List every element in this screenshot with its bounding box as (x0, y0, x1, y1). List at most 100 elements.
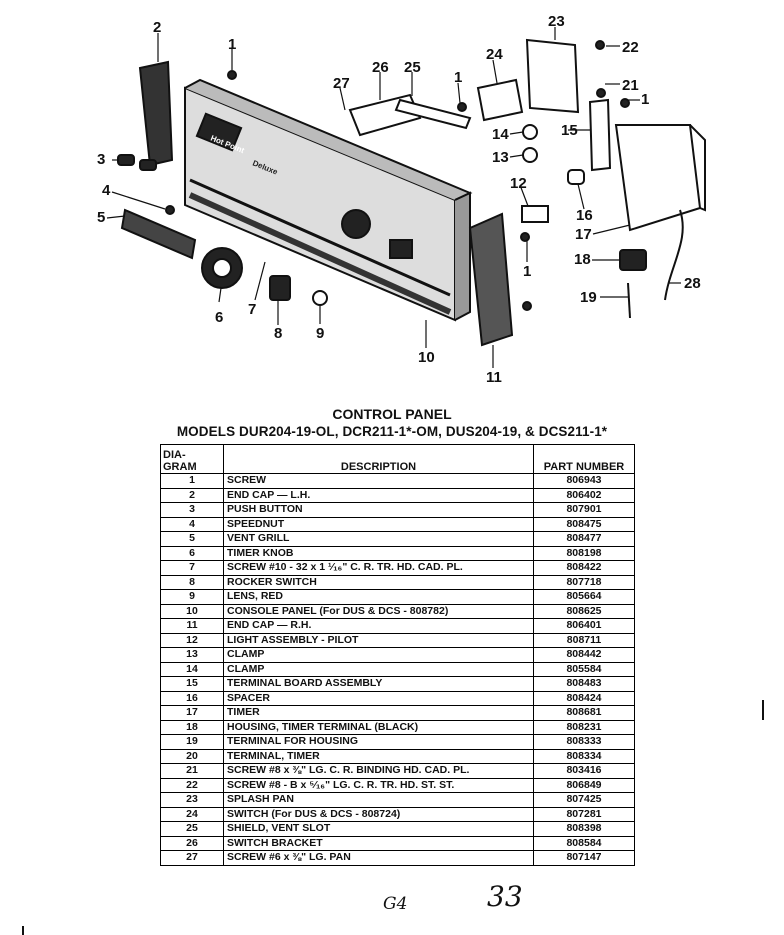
cell-part-number: 806943 (533, 473, 635, 489)
cell-diagram: 27 (160, 850, 224, 866)
cell-description: SHIELD, VENT SLOT (223, 821, 534, 837)
cell-diagram: 5 (160, 531, 224, 547)
callout-7: 7 (248, 301, 256, 318)
callout-1c: 1 (641, 91, 649, 108)
cell-part-number: 808477 (533, 531, 635, 547)
handwritten-page-number: 33 (487, 880, 523, 913)
callout-18: 18 (574, 251, 591, 268)
scan-corner-mark (22, 926, 24, 935)
cell-description: SCREW #8 - B x ⁵⁄₁₆" LG. C. R. TR. HD. S… (223, 778, 534, 793)
cell-diagram: 9 (160, 589, 224, 605)
cell-diagram: 19 (160, 734, 224, 750)
cell-diagram: 16 (160, 691, 224, 706)
header-part-number: PART NUMBER (533, 444, 635, 474)
cell-description: TERMINAL FOR HOUSING (223, 734, 534, 750)
cell-description: SWITCH (For DUS & DCS - 808724) (223, 807, 534, 822)
cell-description: LIGHT ASSEMBLY - PILOT (223, 633, 534, 648)
callout-16: 16 (576, 207, 593, 224)
cell-diagram: 2 (160, 488, 224, 503)
cell-part-number: 808231 (533, 720, 635, 735)
models-subtitle: MODELS DUR204-19-OL, DCR211-1*-OM, DUS20… (176, 424, 608, 439)
callout-4: 4 (102, 182, 111, 199)
callout-19: 19 (580, 289, 597, 306)
cell-part-number: 808475 (533, 517, 635, 532)
right-end-cap-drawing (468, 212, 514, 347)
cell-description: SWITCH BRACKET (223, 836, 534, 851)
cell-diagram: 4 (160, 517, 224, 532)
cell-description: HOUSING, TIMER TERMINAL (BLACK) (223, 720, 534, 735)
callout-27: 27 (333, 75, 350, 92)
callout-3: 3 (97, 151, 105, 168)
cell-part-number: 805664 (533, 589, 635, 605)
timer-drawing (614, 124, 702, 232)
cell-diagram: 18 (160, 720, 224, 735)
callout-21: 21 (622, 77, 639, 94)
cell-description: VENT GRILL (223, 531, 534, 547)
callout-15: 15 (561, 122, 578, 139)
cell-part-number: 803416 (533, 763, 635, 779)
cell-part-number: 807425 (533, 792, 635, 808)
cell-diagram: 11 (160, 618, 224, 634)
cell-diagram: 8 (160, 575, 224, 590)
cell-part-number: 808334 (533, 749, 635, 764)
cell-description: SCREW #10 - 32 x 1 ¹⁄₁₆" C. R. TR. HD. C… (223, 560, 534, 576)
callout-8: 8 (274, 325, 282, 342)
cell-description: TIMER KNOB (223, 546, 534, 561)
cell-part-number: 807718 (533, 575, 635, 590)
cell-description: PUSH BUTTON (223, 502, 534, 518)
cell-description: LENS, RED (223, 589, 534, 605)
callout-14: 14 (492, 126, 509, 143)
callout-9: 9 (316, 325, 324, 342)
cell-part-number: 808442 (533, 647, 635, 663)
callout-1b: 1 (454, 69, 462, 86)
callout-25: 25 (404, 59, 421, 76)
callout-2: 2 (153, 19, 161, 36)
cell-diagram: 6 (160, 546, 224, 561)
callout-17: 17 (575, 226, 592, 243)
cell-part-number: 808483 (533, 676, 635, 692)
cell-description: SPACER (223, 691, 534, 706)
cell-diagram: 22 (160, 778, 224, 793)
cell-diagram: 7 (160, 560, 224, 576)
callout-28: 28 (684, 275, 701, 292)
callout-12: 12 (510, 175, 527, 192)
cell-diagram: 1 (160, 473, 224, 489)
cell-description: TERMINAL BOARD ASSEMBLY (223, 676, 534, 692)
page-title: CONTROL PANEL (332, 406, 452, 422)
callout-23: 23 (548, 13, 565, 30)
cell-diagram: 14 (160, 662, 224, 677)
cell-description: TERMINAL, TIMER (223, 749, 534, 764)
cell-part-number: 807901 (533, 502, 635, 518)
cell-diagram: 25 (160, 821, 224, 837)
cell-description: SPLASH PAN (223, 792, 534, 808)
callout-1d: 1 (523, 263, 531, 280)
cell-diagram: 23 (160, 792, 224, 808)
cell-description: END CAP — R.H. (223, 618, 534, 634)
cell-diagram: 13 (160, 647, 224, 663)
callout-13: 13 (492, 149, 509, 166)
cell-part-number: 806401 (533, 618, 635, 634)
cell-description: CONSOLE PANEL (For DUS & DCS - 808782) (223, 604, 534, 619)
exploded-parts-diagram: 2 1 3 4 5 6 7 8 9 10 11 12 13 14 15 16 1… (97, 13, 706, 386)
cell-diagram: 21 (160, 763, 224, 779)
cell-diagram: 17 (160, 705, 224, 721)
